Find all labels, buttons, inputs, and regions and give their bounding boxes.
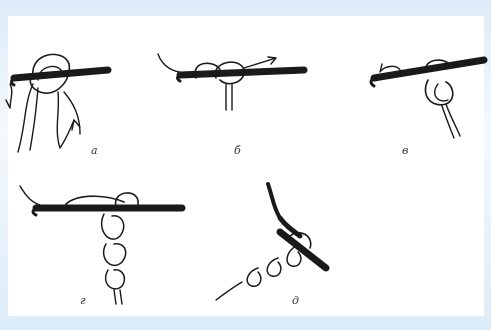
- figure-a-yarn-right: [57, 92, 74, 148]
- figure-v-label: в: [402, 144, 408, 157]
- figure-a-label: а: [91, 144, 98, 157]
- figure-d-chain-2: [267, 258, 281, 276]
- figure-v-yarn-down: [442, 104, 460, 138]
- figure-d-chain-3: [247, 268, 261, 286]
- figure-g-yarn-down: [114, 290, 122, 304]
- figure-v-loop-2: [435, 84, 448, 101]
- figure-v-loop: [425, 80, 452, 105]
- figure-g-label: г: [80, 294, 86, 307]
- figure-g-yarn-left: [20, 186, 44, 206]
- figure-a-yarn-left-2: [30, 88, 38, 150]
- figure-d: [216, 184, 326, 300]
- figure-g-chain-3: [106, 270, 125, 289]
- figure-a: [6, 54, 108, 152]
- figure-b: [158, 54, 304, 110]
- figure-d-yarn-end: [216, 282, 242, 300]
- figure-v: [371, 60, 484, 138]
- figure-b-yarn-left: [158, 54, 188, 72]
- figure-a-arrow-left: [6, 84, 12, 108]
- figure-b-label: б: [234, 144, 241, 157]
- figure-b-yarn-down: [226, 84, 232, 110]
- figure-a-hook-tip: [12, 78, 15, 85]
- figure-g: [20, 186, 182, 304]
- figure-b-hook: [180, 70, 304, 75]
- figure-g-hook-tip: [33, 208, 36, 215]
- figure-d-hook-tail: [268, 184, 280, 218]
- figure-d-label: д: [292, 294, 299, 307]
- figure-g-chain-2: [104, 244, 126, 266]
- figure-g-chain-1: [102, 214, 124, 239]
- figure-b-arrow: [244, 57, 276, 68]
- figure-v-hook-tip: [371, 78, 374, 86]
